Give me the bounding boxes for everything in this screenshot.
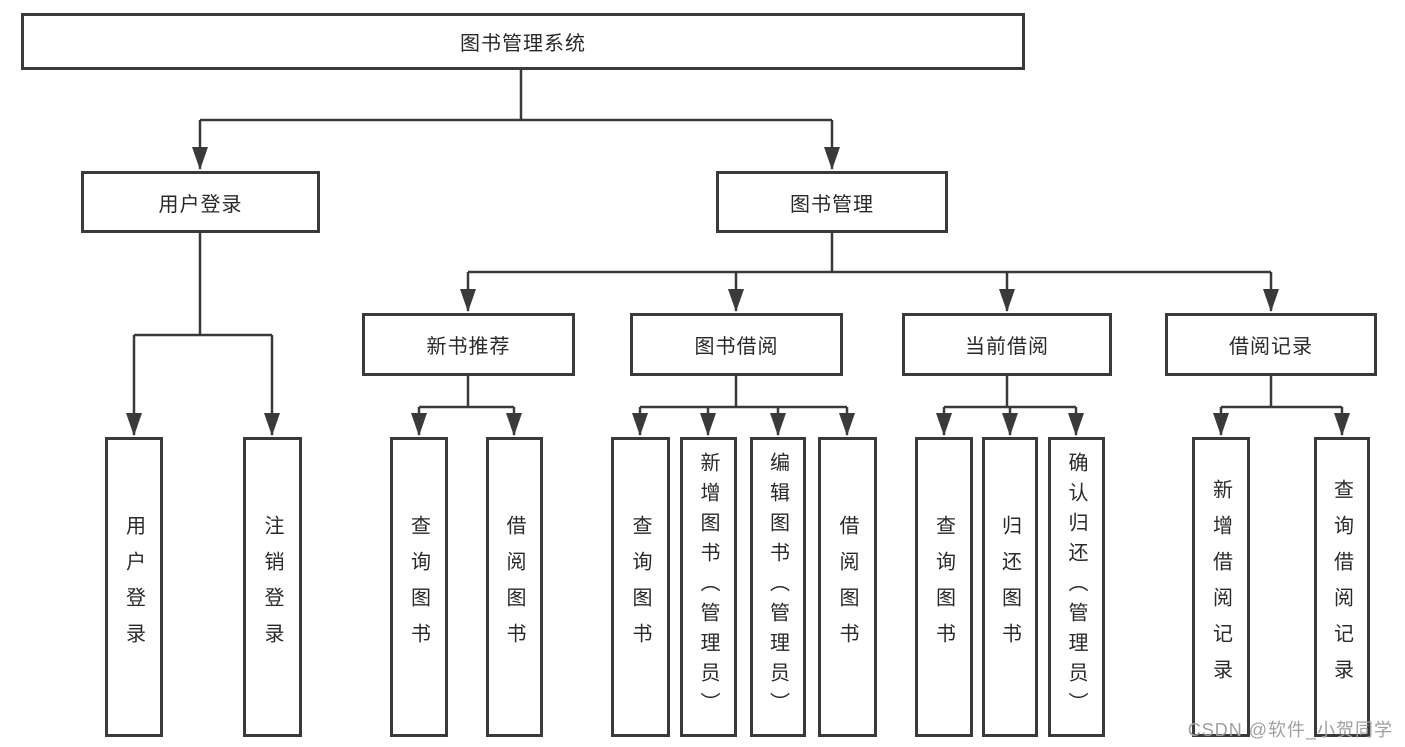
node-library-management-system: 图书管理系统 [21, 13, 1025, 70]
node-leaf-user-login: 用户登录 [105, 437, 163, 737]
node-leaf-bb-edit-books-admin: 编辑图书（管理员） [750, 437, 806, 737]
node-leaf-bb-query-books: 查询图书 [611, 437, 670, 737]
node-leaf-br-query-record: 查询借阅记录 [1314, 437, 1370, 737]
node-leaf-logout-login: 注销登录 [243, 437, 302, 737]
node-user-login: 用户登录 [81, 171, 320, 233]
node-new-book-recommend: 新书推荐 [362, 313, 575, 376]
csdn-watermark: CSDN @软件_小贺同学 [1187, 720, 1393, 740]
node-book-borrowing: 图书借阅 [630, 313, 843, 376]
node-leaf-bb-borrow-books: 借阅图书 [818, 437, 877, 737]
node-borrowing-records: 借阅记录 [1165, 313, 1377, 376]
node-book-management: 图书管理 [716, 171, 948, 233]
node-leaf-cb-confirm-return-admin: 确认归还（管理员） [1048, 437, 1105, 737]
node-leaf-bb-add-books-admin: 新增图书（管理员） [680, 437, 737, 737]
node-leaf-br-add-record: 新增借阅记录 [1192, 437, 1250, 737]
node-leaf-nbr-query-books: 查询图书 [390, 437, 448, 737]
node-leaf-cb-query-books: 查询图书 [915, 437, 973, 737]
node-leaf-cb-return-books: 归还图书 [982, 437, 1038, 737]
node-leaf-nbr-borrow-books: 借阅图书 [486, 437, 543, 737]
node-current-borrowing: 当前借阅 [902, 313, 1112, 376]
